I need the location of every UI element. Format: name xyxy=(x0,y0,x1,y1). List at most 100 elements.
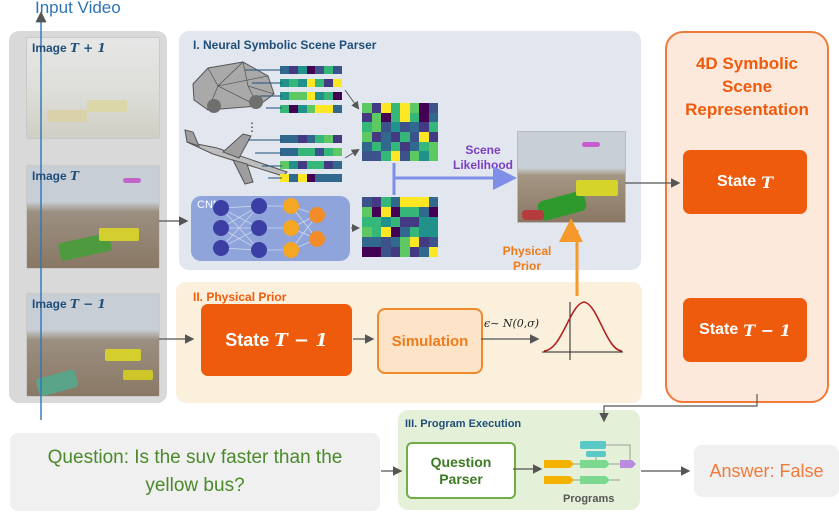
heatmap-cell xyxy=(371,237,381,247)
answer-box: Answer: False xyxy=(694,445,839,497)
feature-cell xyxy=(306,79,316,87)
feature-cell xyxy=(333,161,343,169)
suv-mesh-icon xyxy=(188,56,278,116)
feature-cell xyxy=(324,105,334,113)
heatmap-cell xyxy=(390,207,400,217)
heatmap-cell xyxy=(400,237,410,247)
gaussian-distribution-icon xyxy=(540,296,625,362)
heatmap-cell xyxy=(409,112,419,123)
heatmap-cell xyxy=(409,207,419,217)
feature-cell xyxy=(288,66,298,74)
heatmap-cell xyxy=(390,122,400,132)
feature-cell xyxy=(306,135,316,143)
ellipsis-icon: ⋮ xyxy=(246,120,258,134)
program-execution-title: III. Program Execution xyxy=(405,418,522,430)
feature-cell xyxy=(297,161,307,169)
heatmap-cell xyxy=(390,141,400,152)
heatmap-cell xyxy=(400,122,410,132)
heatmap-cell xyxy=(428,132,438,142)
heatmap-cell xyxy=(362,217,372,227)
heatmap-cell xyxy=(419,141,429,152)
feature-vector-row xyxy=(280,79,343,87)
heatmap-cell xyxy=(409,227,419,237)
feature-cell xyxy=(297,135,307,143)
feature-cell xyxy=(306,174,316,182)
heatmap-cell xyxy=(400,103,410,113)
heatmap-cell xyxy=(409,197,419,207)
physical-prior-label: Physical Prior xyxy=(502,244,552,273)
feature-cell xyxy=(306,66,316,74)
feature-cell xyxy=(324,66,334,74)
feature-cell xyxy=(324,174,334,182)
heatmap-cell xyxy=(362,227,372,237)
reconstructed-scene-image xyxy=(517,131,626,223)
feature-cell xyxy=(333,148,343,156)
heatmap-cell xyxy=(381,237,391,247)
heatmap-cell xyxy=(419,122,429,132)
feature-cell xyxy=(280,174,289,182)
feature-vector-row xyxy=(280,161,343,169)
feature-cell xyxy=(315,161,325,169)
feature-cell xyxy=(280,148,289,156)
heatmap-cell xyxy=(381,247,391,257)
feature-cell xyxy=(297,66,307,74)
noise-formula: ϵ∼ N(0,σ) xyxy=(484,317,540,330)
feature-cell xyxy=(288,135,298,143)
heatmap-cell xyxy=(400,141,410,152)
feature-cell xyxy=(280,135,289,143)
feature-cell xyxy=(280,161,289,169)
heatmap-cell xyxy=(362,141,372,152)
heatmap-cell xyxy=(428,217,438,227)
heatmap-cell xyxy=(390,112,400,123)
feature-cell xyxy=(315,105,325,113)
heatmap-cell xyxy=(428,227,438,237)
heatmap-cell xyxy=(362,207,372,217)
feature-cell xyxy=(333,174,343,182)
feature-cell xyxy=(297,105,307,113)
heatmap-cell xyxy=(371,197,381,207)
heatmap-cell xyxy=(419,247,429,257)
red-object xyxy=(522,210,544,220)
feature-cell xyxy=(297,79,307,87)
heatmap-cell xyxy=(428,151,438,161)
heatmap-cell xyxy=(381,132,391,142)
cnn-network-icon xyxy=(205,195,345,261)
object-heatmap-bottom xyxy=(362,197,438,257)
feature-cell xyxy=(288,174,298,182)
heatmap-cell xyxy=(362,247,372,257)
feature-cell xyxy=(297,92,307,100)
suv-feature-vectors xyxy=(280,66,343,114)
heatmap-cell xyxy=(400,217,410,227)
feature-cell xyxy=(280,66,289,74)
question-parser-box: Question Parser xyxy=(406,442,516,499)
heatmap-cell xyxy=(371,217,381,227)
feature-vector-row xyxy=(280,105,343,113)
heatmap-cell xyxy=(409,122,419,132)
feature-cell xyxy=(333,105,343,113)
heatmap-cell xyxy=(400,112,410,123)
feature-cell xyxy=(297,148,307,156)
heatmap-cell xyxy=(362,151,372,161)
heatmap-cell xyxy=(428,141,438,152)
heatmap-cell xyxy=(390,237,400,247)
heatmap-cell xyxy=(409,237,419,247)
heatmap-cell xyxy=(371,227,381,237)
feature-cell xyxy=(333,92,343,100)
heatmap-cell xyxy=(419,112,429,123)
feature-vector-row xyxy=(280,135,343,143)
feature-vector-row xyxy=(280,174,343,182)
heatmap-cell xyxy=(362,132,372,142)
heatmap-cell xyxy=(419,237,429,247)
heatmap-cell xyxy=(400,207,410,217)
yellow-bus xyxy=(105,349,141,361)
heatmap-cell xyxy=(371,122,381,132)
yellow-bus xyxy=(99,228,139,241)
heatmap-cell xyxy=(362,112,372,123)
heatmap-cell xyxy=(419,103,429,113)
heatmap-cell xyxy=(400,151,410,161)
feature-cell xyxy=(315,148,325,156)
heatmap-cell xyxy=(428,247,438,257)
heatmap-cell xyxy=(390,227,400,237)
